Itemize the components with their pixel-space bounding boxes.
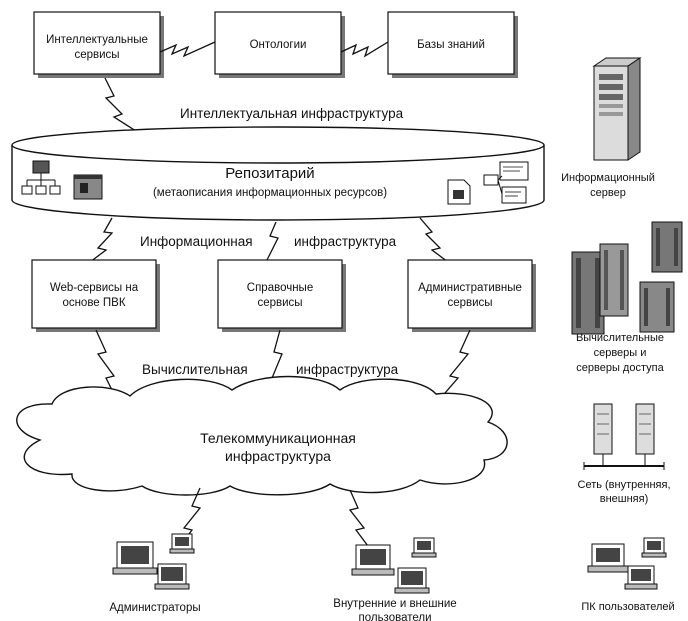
infra-info-left: Информационная xyxy=(140,234,253,249)
box-web-services-line1: Web-сервисы на xyxy=(50,282,139,294)
box-intellectual-services: Интеллектуальные сервисы xyxy=(33,11,164,78)
link-ontologies-knowledge xyxy=(340,41,389,58)
box-intellectual-services-line2: сервисы xyxy=(74,49,119,61)
box-reference-services: Справочные сервисы xyxy=(217,259,346,332)
legend-compute-line1: Вычислительные xyxy=(576,332,664,344)
document-icon xyxy=(447,179,471,205)
box-admin-services: Административные сервисы xyxy=(407,259,536,332)
telecom-cloud: Телекоммуникационная инфраструктура xyxy=(16,375,508,496)
users-label-line2: пользователи xyxy=(358,612,431,621)
computer-icon xyxy=(394,567,430,594)
computer-icon xyxy=(351,544,395,576)
cloud-line1: Телекоммуникационная xyxy=(200,430,356,446)
box-web-services-line2: основе ПВК xyxy=(62,297,125,309)
legend-info-server-line1: Информационный xyxy=(561,172,655,184)
legend-compute-servers: Вычислительные серверы и серверы доступа xyxy=(571,221,683,374)
server-icon xyxy=(593,403,613,455)
box-reference-services-line1: Справочные xyxy=(247,282,313,294)
legend-info-server: Информационный сервер xyxy=(561,57,655,199)
legend-network-line1: Сеть (внутренняя, xyxy=(578,479,671,491)
box-ontologies: Онтологии xyxy=(214,11,345,78)
box-web-services: Web-сервисы на основе ПВК xyxy=(31,259,160,332)
link-repository-admin xyxy=(419,217,449,263)
cloud-line2: инфраструктура xyxy=(225,448,331,464)
computer-icon xyxy=(112,541,158,575)
computer-icon xyxy=(641,537,667,558)
box-knowledge-bases: Базы знаний xyxy=(387,11,518,78)
box-admin-services-line1: Административные xyxy=(418,282,522,294)
box-reference-services-line2: сервисы xyxy=(257,297,302,309)
link-repository-web xyxy=(89,217,114,263)
infra-intellectual-label: Интеллектуальная инфраструктура xyxy=(180,106,404,121)
infra-compute-right: инфраструктура xyxy=(296,362,399,377)
server-rack-icon xyxy=(599,243,629,317)
legend-network: Сеть (внутренняя, внешняя) xyxy=(578,403,671,505)
server-rack-icon xyxy=(639,281,675,333)
box-admin-services-line2: сервисы xyxy=(447,297,492,309)
flowchart-icon xyxy=(483,161,529,204)
link-repository-reference xyxy=(265,221,279,263)
infra-info-right: инфраструктура xyxy=(294,234,397,249)
link-admin-cloud xyxy=(431,329,471,409)
admins-label: Администраторы xyxy=(109,602,200,614)
link-intellectual-repository xyxy=(104,77,151,141)
link-cloud-admins xyxy=(179,487,202,547)
server-rack-icon xyxy=(651,221,683,273)
infra-compute-left: Вычислительная xyxy=(142,362,248,377)
computer-icon xyxy=(154,563,190,590)
repository-title: Репозитарий xyxy=(225,165,314,182)
link-intellectual-ontologies xyxy=(159,41,216,58)
box-intellectual-services-line1: Интеллектуальные xyxy=(46,34,148,46)
box-ontologies-label: Онтологии xyxy=(250,39,307,51)
computer-icon xyxy=(624,565,658,590)
computer-icon xyxy=(169,533,195,554)
legend-compute-line2: серверы и xyxy=(594,347,647,359)
link-cloud-users xyxy=(348,489,369,547)
repository-subtitle: (метаописания информационных ресурсов) xyxy=(153,187,387,199)
org-chart-icon xyxy=(21,160,61,195)
users-computers: Внутренние и внешние пользователи xyxy=(333,537,457,621)
computer-icon xyxy=(587,543,629,573)
tower-server-icon xyxy=(592,57,642,161)
window-icon xyxy=(73,174,103,200)
network-bus-icon xyxy=(583,454,665,470)
legend-pc-users-label: ПК пользователей xyxy=(581,601,674,613)
link-web-cloud xyxy=(95,329,123,411)
repository-cylinder: Репозитарий (метаописания информационных… xyxy=(11,126,545,221)
box-knowledge-bases-label: Базы знаний xyxy=(417,39,485,51)
legend-pc-users: ПК пользователей xyxy=(581,537,675,613)
computer-icon xyxy=(411,537,437,558)
legend-compute-line3: серверы доступа xyxy=(576,362,664,374)
admins-computers: Администраторы xyxy=(109,533,201,614)
server-icon xyxy=(635,403,655,455)
users-label-line1: Внутренние и внешние xyxy=(333,598,456,610)
server-rack-icon xyxy=(571,251,605,335)
legend-network-line2: внешняя) xyxy=(600,493,649,505)
legend-info-server-line2: сервер xyxy=(590,187,626,199)
